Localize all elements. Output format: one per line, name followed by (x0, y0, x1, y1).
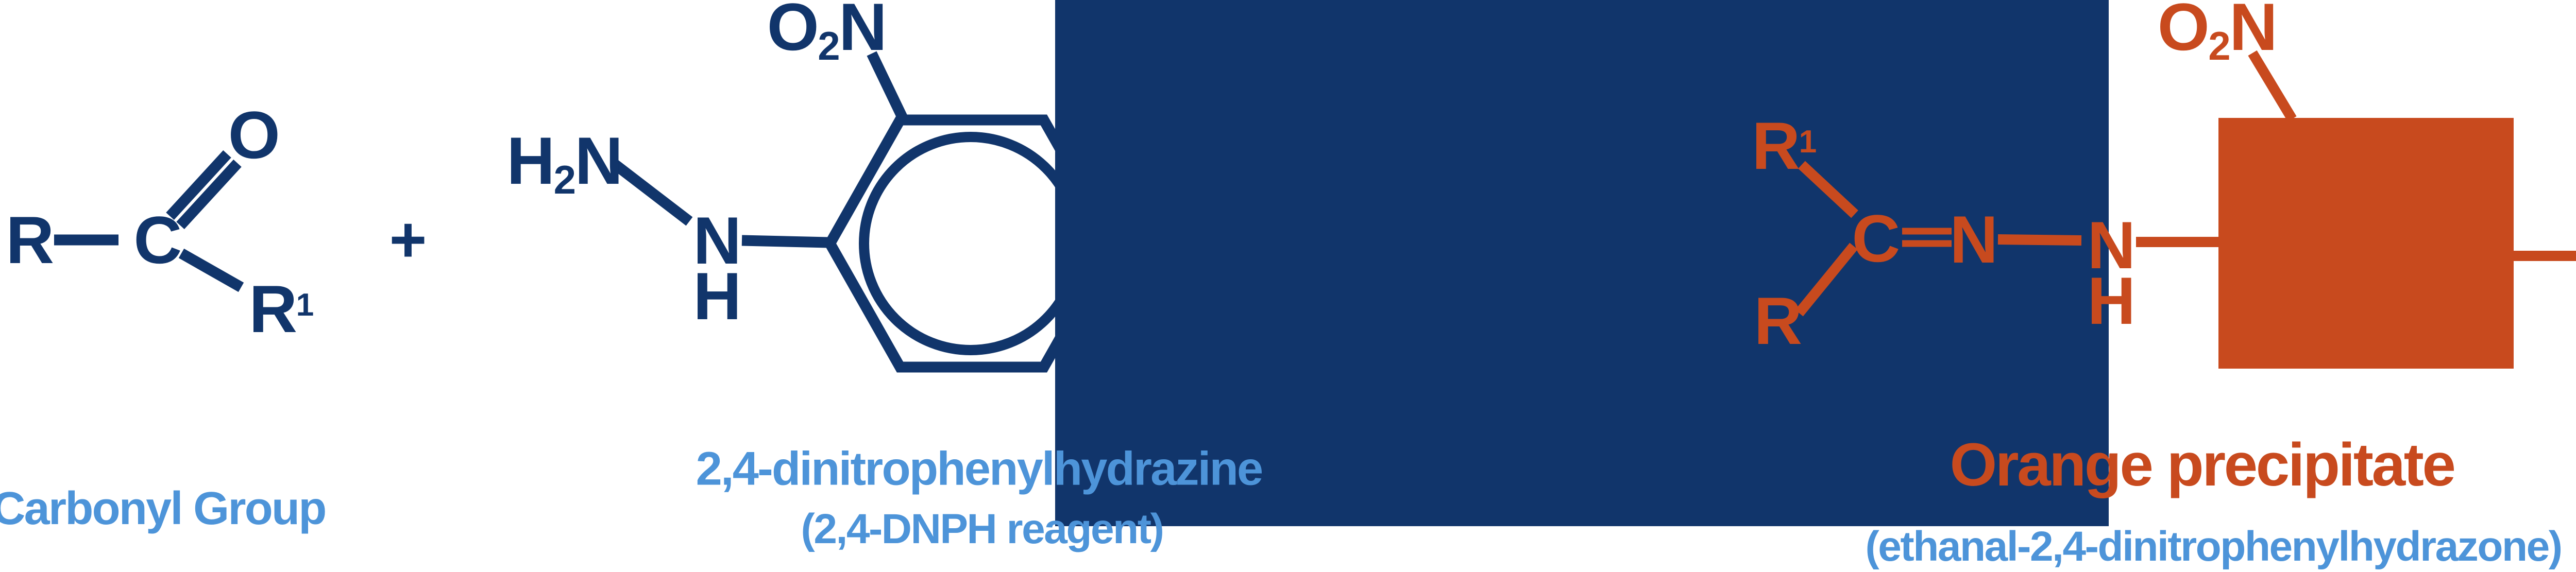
carbonyl-r1-label: R1 (249, 271, 314, 346)
product-h-label: H (2087, 263, 2136, 338)
bond-c-o-double-2 (166, 150, 231, 220)
bond-c-o-double-1 (176, 159, 242, 230)
caption-dnph-line2: (2,4-DNPH reagent) (801, 505, 1164, 552)
caption-orange-precipitate: Orange precipitate (1950, 431, 2456, 499)
product-r1-label: R1 (1752, 108, 1817, 183)
bond-r1-c-product (1798, 161, 1858, 218)
caption-ethanal-hydrazone: (ethanal-2,4-dinitrophenylhydrazone) (1865, 523, 2563, 570)
product-n2-label: N (2087, 207, 2136, 283)
bond-n-n-product (1997, 234, 2082, 246)
carbonyl-r-label: R (6, 202, 54, 278)
navy-overlay-rect (1055, 0, 2109, 526)
caption-dnph-line1: 2,4-dinitrophenylhydrazine (696, 442, 1264, 495)
orange-overlay-rect (2218, 118, 2514, 369)
product-n1-label: N (1950, 202, 1998, 277)
caption-carbonyl-group: Carbonyl Group (0, 482, 327, 534)
dnph-o2n-label: O2N (767, 0, 887, 68)
dnph-h-label: H (693, 258, 741, 334)
bond-n-ring (741, 235, 829, 248)
bond-o2n-ring-product (2248, 50, 2297, 122)
bond-c-r1 (178, 248, 244, 292)
product-c-label: C (1852, 201, 1900, 276)
product-r-label: R (1754, 283, 1802, 358)
carbonyl-c-label: C (133, 202, 182, 278)
bond-r-c-product (1795, 242, 1858, 317)
dnph-n-label: N (693, 203, 741, 278)
plus-operator-left: + (389, 204, 427, 276)
bond-h2n-n (611, 159, 693, 226)
carbonyl-o-label: O (228, 97, 280, 172)
bond-o2n-ring (867, 51, 908, 122)
dnph-h2n-label: H2N (506, 123, 623, 202)
product-o2n-label: O2N (2157, 0, 2278, 68)
